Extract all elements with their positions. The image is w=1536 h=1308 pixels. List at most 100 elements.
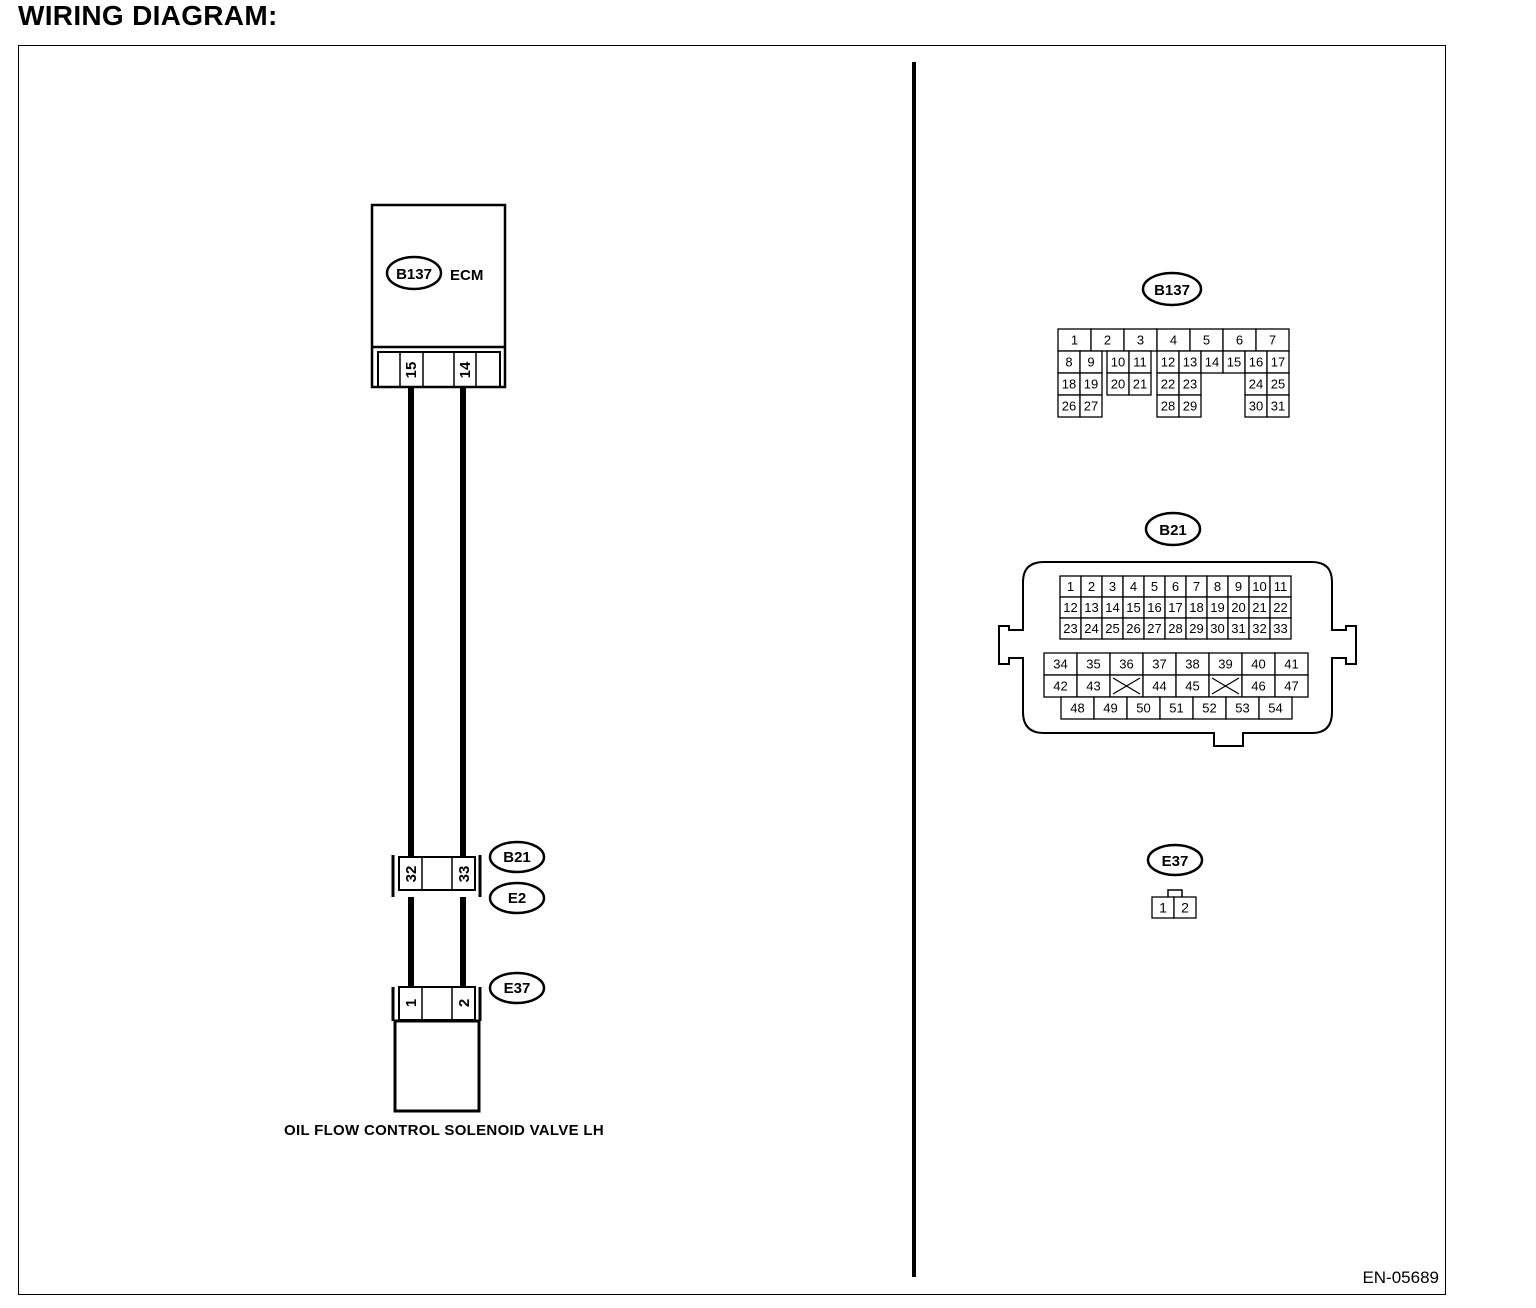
svg-text:23: 23	[1063, 621, 1077, 636]
svg-text:5: 5	[1151, 579, 1158, 594]
b21-pin: 44	[1142, 674, 1177, 698]
svg-text:35: 35	[1086, 657, 1100, 672]
b137-pin: 23	[1178, 372, 1202, 396]
svg-text:21: 21	[1252, 600, 1266, 615]
svg-text:28: 28	[1168, 621, 1182, 636]
svg-text:19: 19	[1210, 600, 1224, 615]
svg-text:20: 20	[1231, 600, 1245, 615]
b137-pin: 3	[1123, 328, 1158, 352]
b137-pin: 12	[1156, 350, 1180, 374]
ecm-pin-14: 14	[457, 361, 474, 378]
b21-pin: 37	[1142, 652, 1177, 676]
svg-text:12: 12	[1063, 600, 1077, 615]
joint-upper-id: B21	[503, 849, 531, 866]
b137-pin: 5	[1189, 328, 1224, 352]
b21-pin: 19	[1206, 596, 1229, 619]
joint-pin-32: 32	[403, 866, 420, 883]
b21-blank-pin	[1109, 674, 1144, 698]
svg-text:51: 51	[1169, 701, 1183, 716]
svg-text:50: 50	[1136, 701, 1150, 716]
b21-pin: 35	[1076, 652, 1111, 676]
svg-text:34: 34	[1053, 657, 1067, 672]
diagram-frame	[18, 45, 1446, 1295]
svg-text:12: 12	[1161, 355, 1175, 370]
svg-text:32: 32	[1252, 621, 1266, 636]
svg-text:46: 46	[1251, 679, 1265, 694]
svg-text:18: 18	[1189, 600, 1203, 615]
b137-pin: 30	[1244, 394, 1268, 418]
svg-text:43: 43	[1086, 679, 1100, 694]
b137-view-title: B137	[1154, 282, 1190, 299]
b137-pin: 21	[1128, 372, 1152, 396]
b21-pin: 45	[1175, 674, 1210, 698]
joint-lower-id: E2	[508, 890, 526, 907]
connector-tag-b137	[385, 255, 443, 291]
svg-text:30: 30	[1249, 399, 1263, 414]
valve-pin-1: 1	[403, 999, 420, 1007]
svg-text:14: 14	[1105, 600, 1119, 615]
b21-pin: 20	[1227, 596, 1250, 619]
svg-text:29: 29	[1183, 399, 1197, 414]
svg-text:26: 26	[1062, 399, 1076, 414]
b21-blank-pin	[1208, 674, 1243, 698]
b137-pin: 25	[1266, 372, 1290, 396]
svg-text:22: 22	[1161, 377, 1175, 392]
b21-pin: 31	[1227, 617, 1250, 640]
svg-text:15: 15	[1126, 600, 1140, 615]
svg-text:24: 24	[1084, 621, 1098, 636]
b21-pin: 52	[1192, 696, 1227, 720]
svg-text:5: 5	[1203, 333, 1210, 348]
svg-text:2: 2	[1088, 579, 1095, 594]
b21-pin: 36	[1109, 652, 1144, 676]
svg-text:25: 25	[1105, 621, 1119, 636]
e37-pin: 1	[1151, 896, 1175, 919]
b137-pin: 1	[1057, 328, 1092, 352]
svg-text:38: 38	[1185, 657, 1199, 672]
svg-text:31: 31	[1271, 399, 1285, 414]
e37-pin: 2	[1173, 896, 1197, 919]
b137-pin: 28	[1156, 394, 1180, 418]
svg-text:16: 16	[1147, 600, 1161, 615]
b21-pin: 41	[1274, 652, 1309, 676]
b21-pin: 24	[1080, 617, 1103, 640]
b137-pin: 8	[1057, 350, 1081, 374]
b137-pin: 22	[1156, 372, 1180, 396]
svg-text:45: 45	[1185, 679, 1199, 694]
svg-text:13: 13	[1084, 600, 1098, 615]
svg-text:8: 8	[1214, 579, 1221, 594]
b21-pin: 10	[1248, 575, 1271, 598]
svg-text:9: 9	[1235, 579, 1242, 594]
b21-pin: 54	[1258, 696, 1293, 720]
b137-pin: 13	[1178, 350, 1202, 374]
b137-pin: 2	[1090, 328, 1125, 352]
svg-text:15: 15	[1227, 355, 1241, 370]
connector-tag-b21	[488, 840, 546, 874]
connector-tag-e37	[488, 971, 546, 1005]
b21-pin: 5	[1143, 575, 1166, 598]
svg-text:4: 4	[1130, 579, 1137, 594]
b21-view-title: B21	[1159, 522, 1187, 539]
svg-text:20: 20	[1111, 377, 1125, 392]
b137-pin: 11	[1128, 350, 1152, 374]
b21-pin: 40	[1241, 652, 1276, 676]
b137-pin: 24	[1244, 372, 1268, 396]
b21-pin: 8	[1206, 575, 1229, 598]
document-code: EN-05689	[1362, 1268, 1439, 1287]
b137-pin: 29	[1178, 394, 1202, 418]
svg-text:23: 23	[1183, 377, 1197, 392]
svg-text:7: 7	[1269, 333, 1276, 348]
svg-text:26: 26	[1126, 621, 1140, 636]
b137-pin: 15	[1222, 350, 1246, 374]
b21-pin: 12	[1059, 596, 1082, 619]
svg-text:1: 1	[1159, 900, 1167, 916]
b21-pin: 4	[1122, 575, 1145, 598]
b21-housing	[998, 561, 1357, 747]
b21-pin: 47	[1274, 674, 1309, 698]
b21-pin: 21	[1248, 596, 1271, 619]
svg-text:18: 18	[1062, 377, 1076, 392]
b137-pin: 31	[1266, 394, 1290, 418]
svg-text:41: 41	[1284, 657, 1298, 672]
b21-pin: 1	[1059, 575, 1082, 598]
